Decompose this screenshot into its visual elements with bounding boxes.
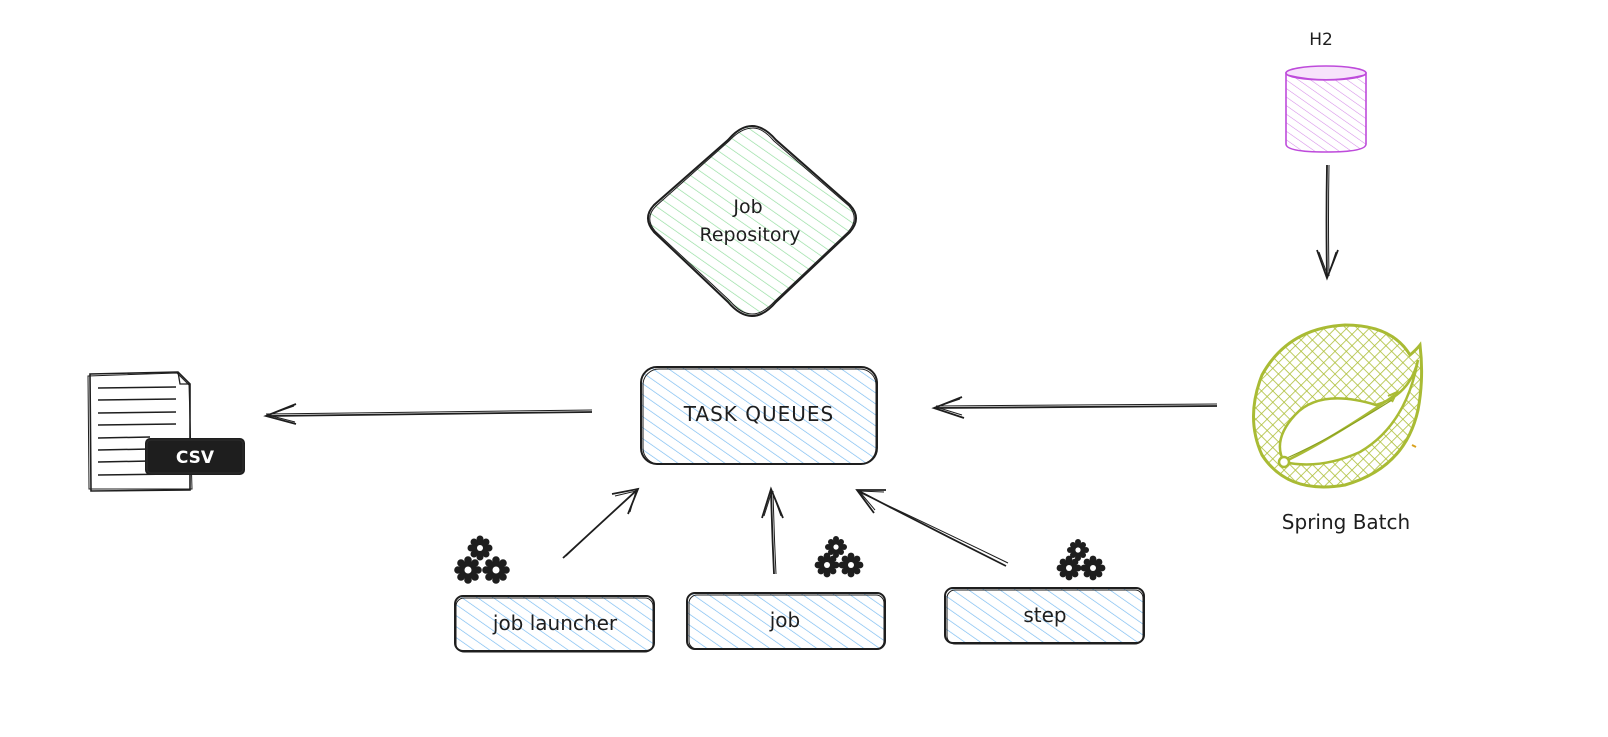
csv-badge [145, 438, 245, 475]
gears-icon [1056, 539, 1106, 581]
arrow-spring-batch-to-task-queues [931, 396, 1218, 419]
job-launcher-label: job launcher [492, 611, 618, 635]
gears-icon [454, 535, 510, 584]
arrow-job-to-task-queues [761, 486, 784, 575]
task-queues-node: TASK QUEUES [640, 366, 878, 465]
h2-label: H2 [1309, 30, 1333, 50]
arrow-task-queues-to-csv [263, 403, 593, 425]
step-box [944, 587, 1145, 644]
step-node: step [944, 587, 1145, 645]
database-icon [1285, 65, 1367, 153]
arrow-step-to-task-queues [855, 489, 1009, 567]
job-label: job [769, 608, 801, 632]
spring-batch-label: Spring Batch [1282, 510, 1410, 534]
arrow-h2-to-spring-batch [1316, 164, 1339, 281]
task-queues-label: TASK QUEUES [683, 402, 835, 426]
job-repository-label-line2: Repository [699, 224, 800, 246]
h2-node: H2 [1285, 30, 1367, 153]
job-repository-diamond [647, 124, 857, 318]
job-repository-node: Job Repository [647, 124, 857, 318]
spring-batch-node: Spring Batch [1252, 323, 1424, 534]
arrow-job-launcher-to-task-queues [562, 487, 640, 559]
spring-leaf-icon [1252, 323, 1424, 489]
job-launcher-node: job launcher [454, 595, 655, 653]
job-repository-label-line1: Job [732, 196, 762, 218]
step-label: step [1023, 603, 1066, 627]
job-node: job [686, 592, 886, 650]
csv-badge-label: CSV [176, 448, 215, 468]
csv-file-node: CSV [87, 371, 245, 492]
job-launcher-box [454, 595, 655, 652]
gears-icon [814, 536, 864, 578]
